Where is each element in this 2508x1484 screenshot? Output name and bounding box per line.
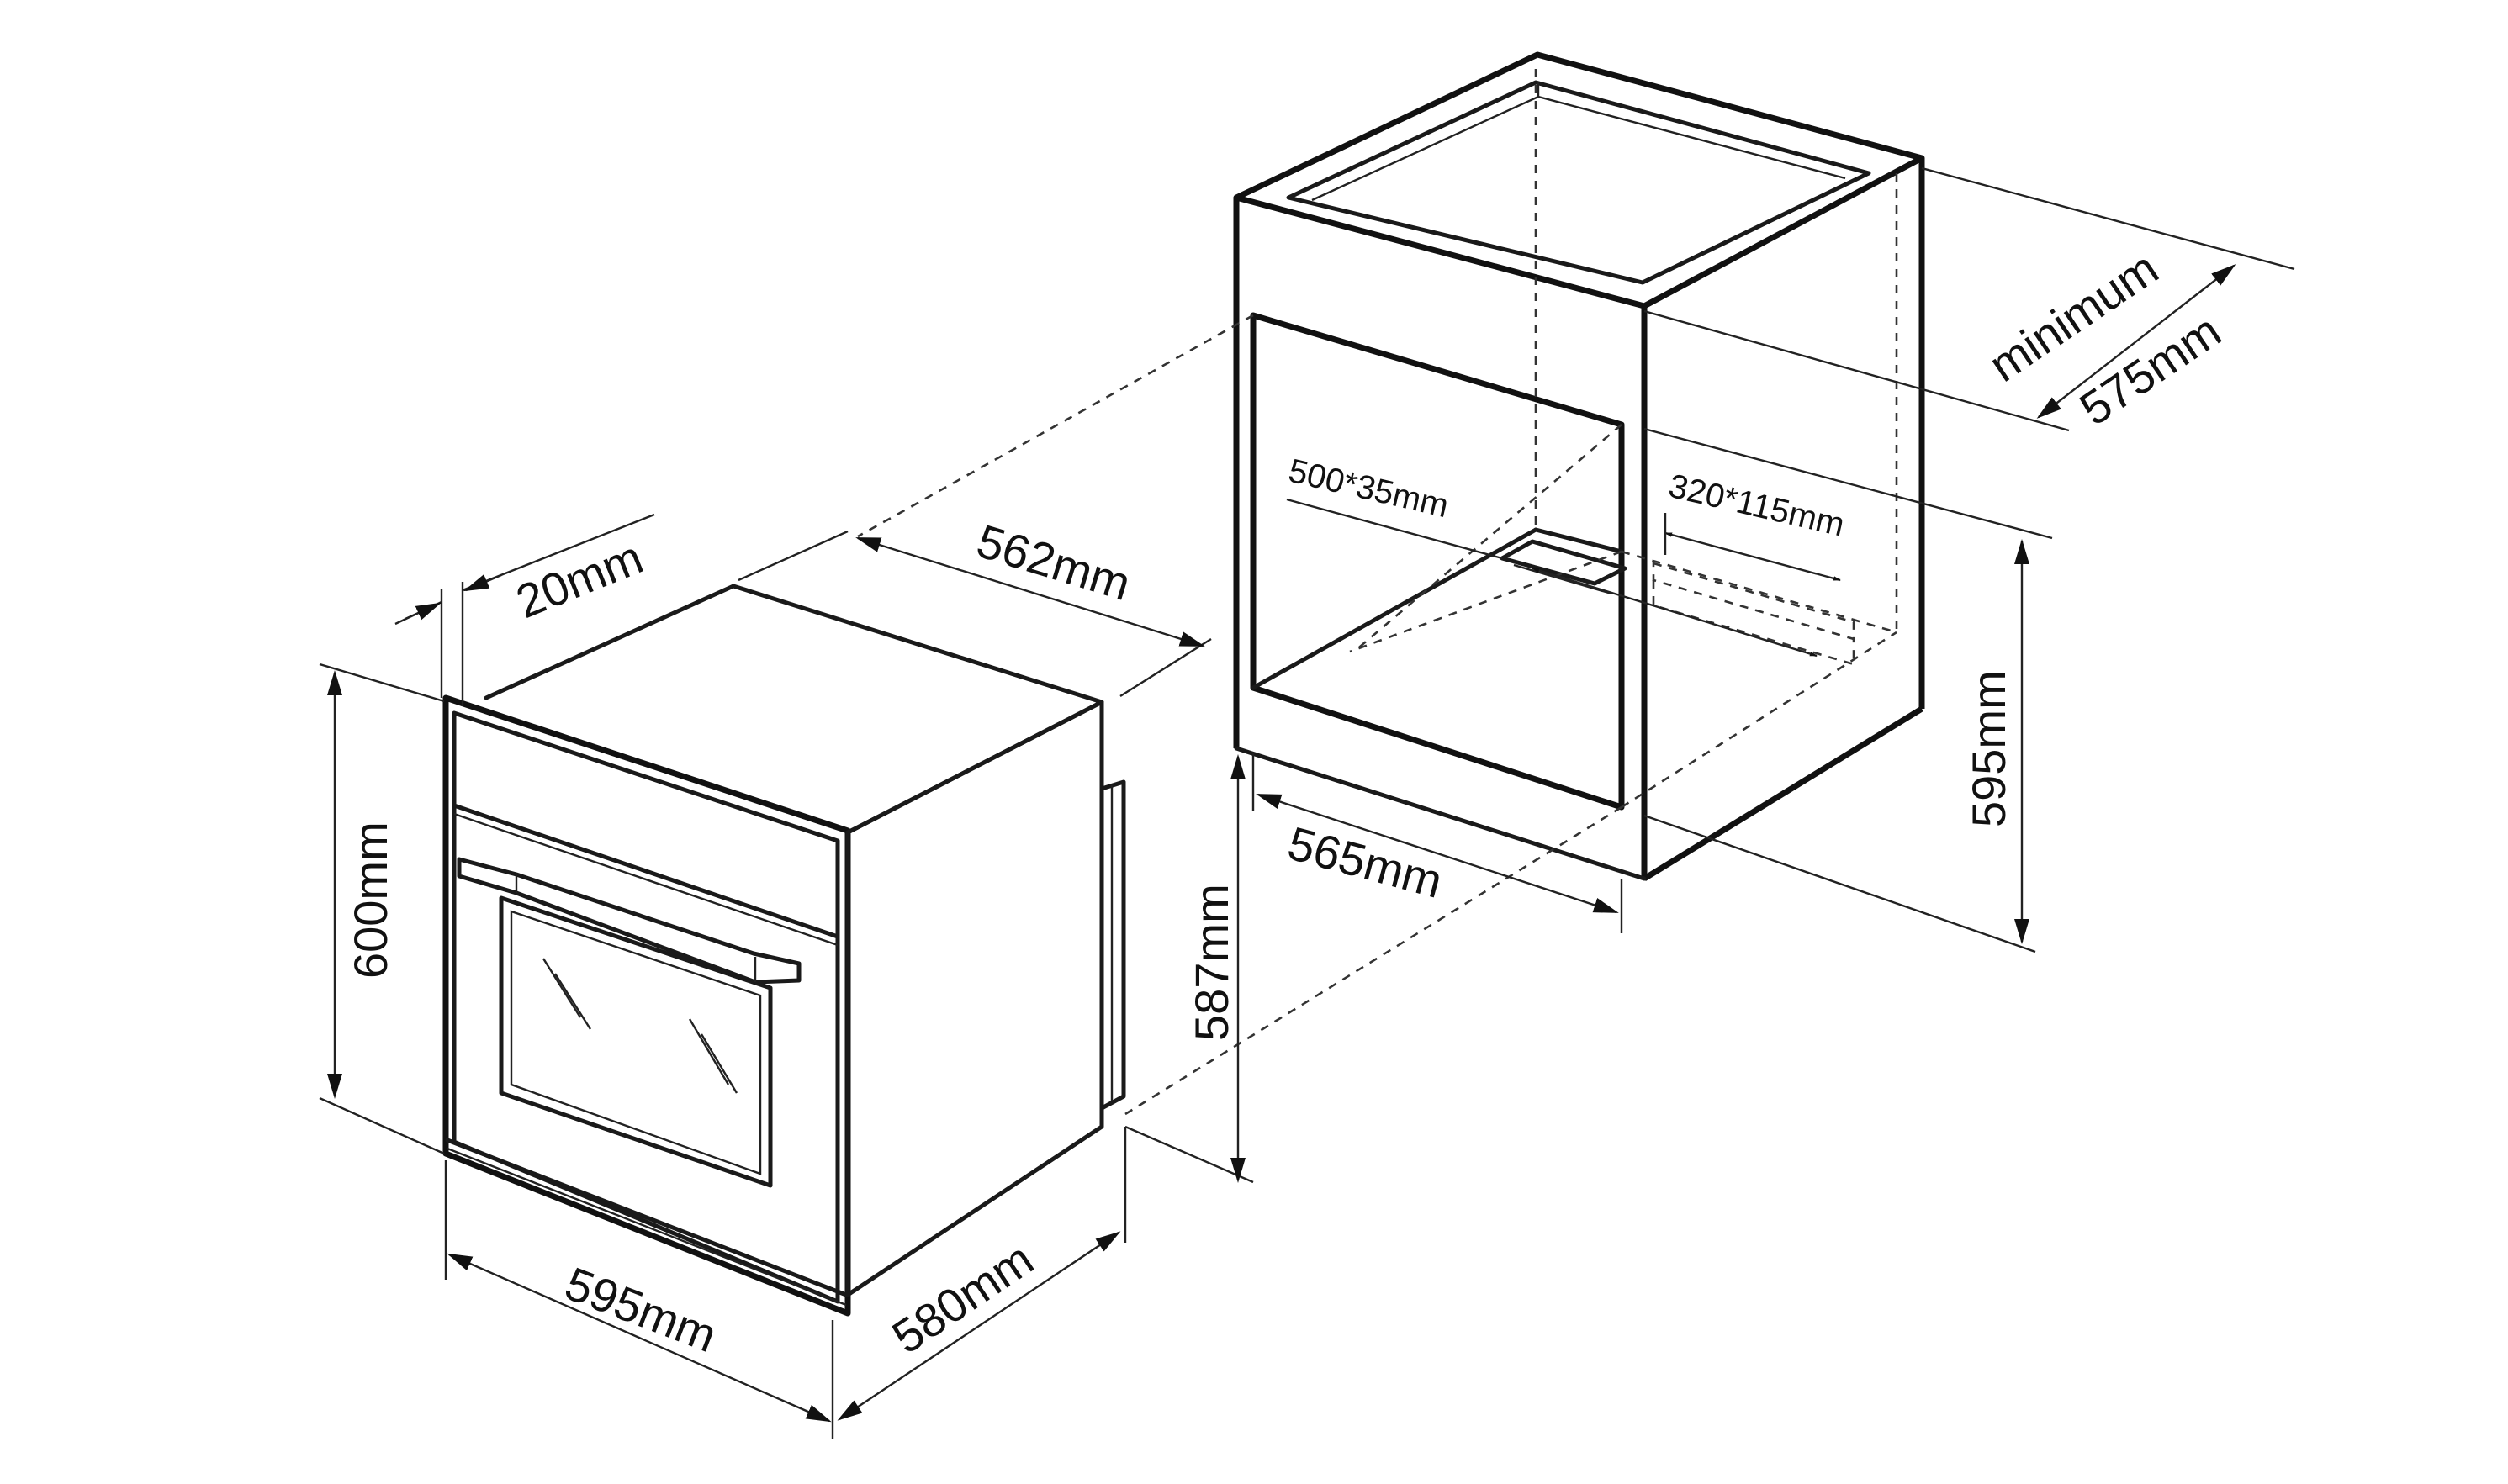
control-panel-divider [452, 803, 840, 939]
label-587mm: 587mm [1185, 884, 1238, 1041]
label-600mm: 600mm [344, 821, 397, 979]
label-vent-rear: 320*115mm [1665, 467, 1848, 544]
label-562mm: 562mm [971, 514, 1136, 610]
oven [442, 584, 1126, 1317]
niche-opening [1250, 312, 1625, 811]
label-vent-front: 500*35mm [1285, 452, 1452, 525]
projection-lines [857, 314, 1622, 1116]
oven-body-side [845, 700, 1104, 1297]
dimension-lines [319, 166, 2295, 1439]
dimension-labels: 20mm 562mm 600mm 595mm 580mm 587mm 565mm… [344, 241, 2230, 1364]
door-handle [457, 857, 802, 985]
label-580mm: 580mm [882, 1232, 1042, 1364]
label-595mm-width: 595mm [558, 1256, 724, 1362]
label-595mm-height: 595mm [1962, 670, 2015, 827]
oven-body-top [484, 584, 1104, 705]
oven-window [499, 895, 773, 1188]
